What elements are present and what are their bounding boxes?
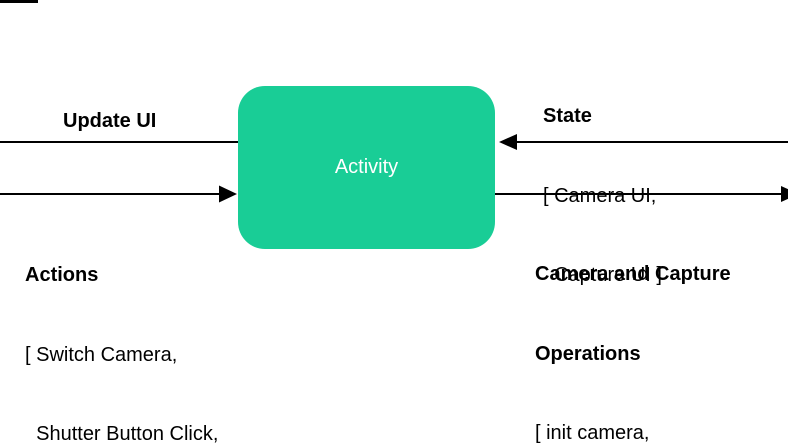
state-title: State: [543, 105, 592, 127]
operations-line: [ init camera,: [535, 422, 650, 444]
operations-title-line: Camera and Capture: [535, 263, 731, 285]
actions-block: Actions [ Switch Camera, Shutter Button …: [25, 209, 267, 444]
state-arrowhead-left-icon: [499, 134, 517, 150]
top-left-crop-bar: [0, 0, 38, 3]
actions-line: Shutter Button Click,: [25, 423, 219, 444]
activity-node: Activity: [238, 86, 495, 249]
operations-block: Camera and Capture Operations [ init cam…: [535, 208, 731, 444]
operations-title-line: Operations: [535, 342, 641, 365]
actions-arrowhead-right-icon: [219, 185, 237, 203]
state-line: [ Camera UI,: [543, 184, 657, 207]
activity-node-label: Activity: [334, 156, 399, 178]
actions-line: [ Switch Camera,: [25, 343, 178, 366]
update-ui-label: Update UI: [63, 110, 157, 132]
operations-arrowhead-clipped-icon: [781, 186, 788, 202]
actions-title: Actions: [25, 264, 99, 286]
state-block: State [ Camera UI, Capture UI ]: [543, 50, 662, 342]
state-line: Capture UI ]: [543, 264, 662, 286]
